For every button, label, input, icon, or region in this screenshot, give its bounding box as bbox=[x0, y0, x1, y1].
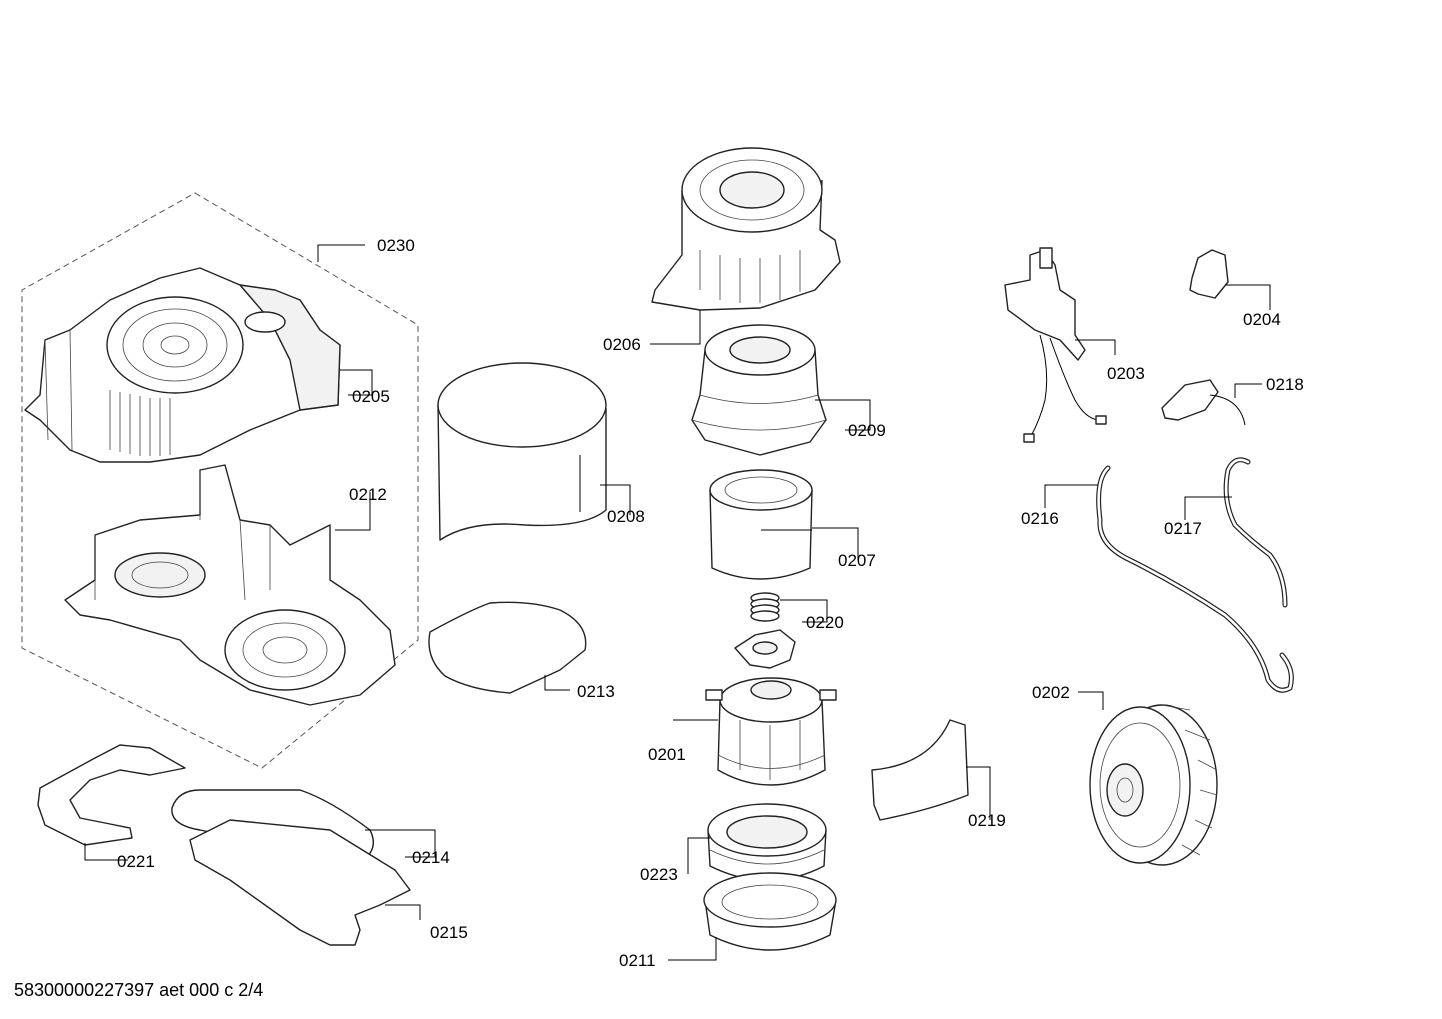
label-0217: 0217 bbox=[1164, 519, 1202, 538]
part-0208-foam-cylinder bbox=[437, 362, 607, 541]
label-0208: 0208 bbox=[607, 507, 645, 526]
label-0203: 0203 bbox=[1107, 364, 1145, 383]
part-0220-spring bbox=[750, 592, 780, 622]
label-0214: 0214 bbox=[412, 848, 450, 867]
label-0213: 0213 bbox=[577, 682, 615, 701]
spring-seat bbox=[734, 629, 796, 669]
part-0204-connector bbox=[1189, 249, 1229, 299]
label-0216: 0216 bbox=[1021, 509, 1059, 528]
part-0206-motor-cover bbox=[651, 147, 841, 311]
part-0217-hose bbox=[1223, 457, 1288, 608]
assembly-outline-0230 bbox=[21, 192, 419, 769]
part-0211-base-cup bbox=[703, 872, 837, 951]
part-0213-filter-pad bbox=[428, 601, 587, 694]
part-0212-lower-housing bbox=[64, 464, 396, 706]
label-0221: 0221 bbox=[117, 852, 155, 871]
part-0218-cable bbox=[1209, 394, 1246, 426]
part-0218-sensor bbox=[1161, 379, 1219, 421]
label-0206: 0206 bbox=[603, 335, 641, 354]
part-0203-control-board bbox=[1004, 247, 1107, 443]
label-0211: 0211 bbox=[619, 951, 656, 970]
part-0216-hose bbox=[1096, 465, 1294, 693]
label-0202: 0202 bbox=[1032, 683, 1070, 702]
part-0223-ring bbox=[707, 803, 827, 882]
part-0202-cable-reel bbox=[1089, 704, 1218, 866]
label-0209: 0209 bbox=[848, 421, 886, 440]
label-0207: 0207 bbox=[838, 551, 876, 570]
part-0205-upper-housing bbox=[24, 267, 341, 463]
document-id-footer: 58300000227397 aet 000 c 2/4 bbox=[14, 980, 264, 1000]
label-0230: 0230 bbox=[377, 236, 415, 255]
part-0207-foam-ring bbox=[709, 469, 813, 580]
part-0215-base-plate bbox=[189, 819, 411, 946]
label-0220: 0220 bbox=[806, 613, 844, 632]
part-0221-seal-frame bbox=[37, 744, 186, 846]
label-0201: 0201 bbox=[648, 745, 686, 764]
label-0219: 0219 bbox=[968, 811, 1006, 830]
part-0209-motor-mount bbox=[691, 324, 827, 456]
label-0212: 0212 bbox=[349, 485, 387, 504]
label-0223: 0223 bbox=[640, 865, 678, 884]
label-0205: 0205 bbox=[352, 387, 390, 406]
label-0215: 0215 bbox=[430, 923, 468, 942]
label-0218: 0218 bbox=[1266, 375, 1304, 394]
label-0204: 0204 bbox=[1243, 310, 1281, 329]
part-0201-motor bbox=[705, 677, 837, 786]
leader-lines bbox=[84, 244, 1271, 961]
part-0219-curved-foam bbox=[871, 719, 969, 821]
